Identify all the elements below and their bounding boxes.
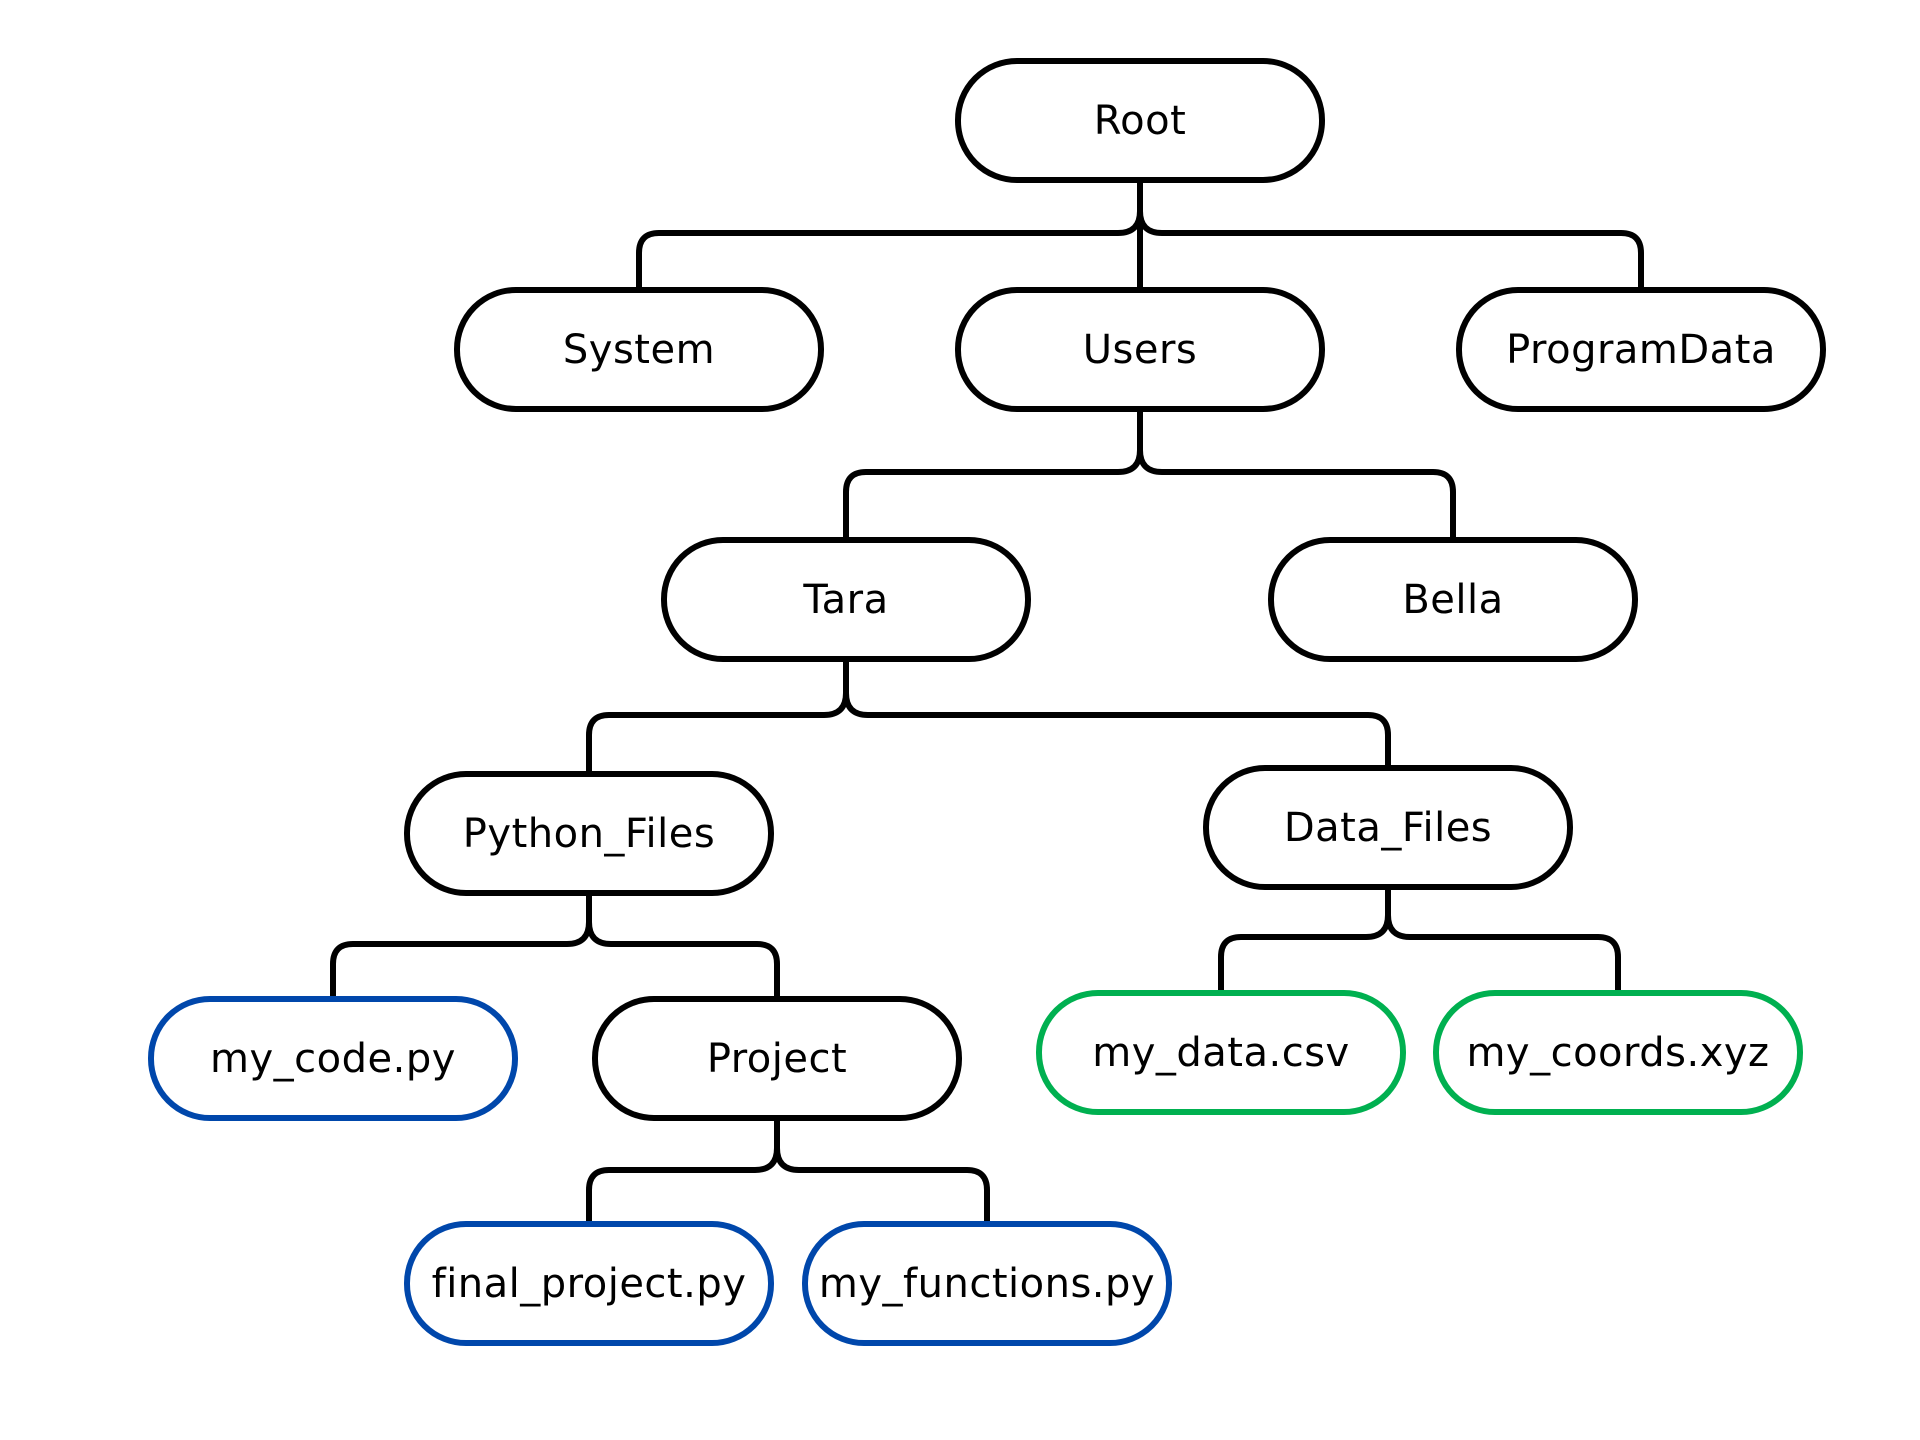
folder-node-programdata[interactable]: ProgramData bbox=[1456, 287, 1826, 412]
folder-node-bella[interactable]: Bella bbox=[1268, 537, 1638, 662]
connector-users-children bbox=[843, 409, 1456, 540]
folder-node-users[interactable]: Users bbox=[955, 287, 1325, 412]
folder-node-project[interactable]: Project bbox=[592, 996, 962, 1121]
connector-project-children bbox=[586, 1118, 990, 1224]
connector-data-files-children bbox=[1218, 887, 1621, 993]
folder-node-python-files[interactable]: Python_Files bbox=[404, 771, 774, 896]
folder-node-system[interactable]: System bbox=[454, 287, 824, 412]
folder-node-data-files[interactable]: Data_Files bbox=[1203, 765, 1573, 890]
connector-tara-children bbox=[586, 659, 1391, 774]
data-file-node-my-data[interactable]: my_data.csv bbox=[1036, 990, 1406, 1115]
python-file-node-my-functions[interactable]: my_functions.py bbox=[802, 1221, 1172, 1346]
folder-node-root[interactable]: Root bbox=[955, 58, 1325, 183]
connector-python-files-children bbox=[330, 893, 780, 999]
folder-node-tara[interactable]: Tara bbox=[661, 537, 1031, 662]
connector-root-children bbox=[636, 180, 1644, 290]
python-file-node-my-code[interactable]: my_code.py bbox=[148, 996, 518, 1121]
python-file-node-final-project[interactable]: final_project.py bbox=[404, 1221, 774, 1346]
data-file-node-my-coords[interactable]: my_coords.xyz bbox=[1433, 990, 1803, 1115]
